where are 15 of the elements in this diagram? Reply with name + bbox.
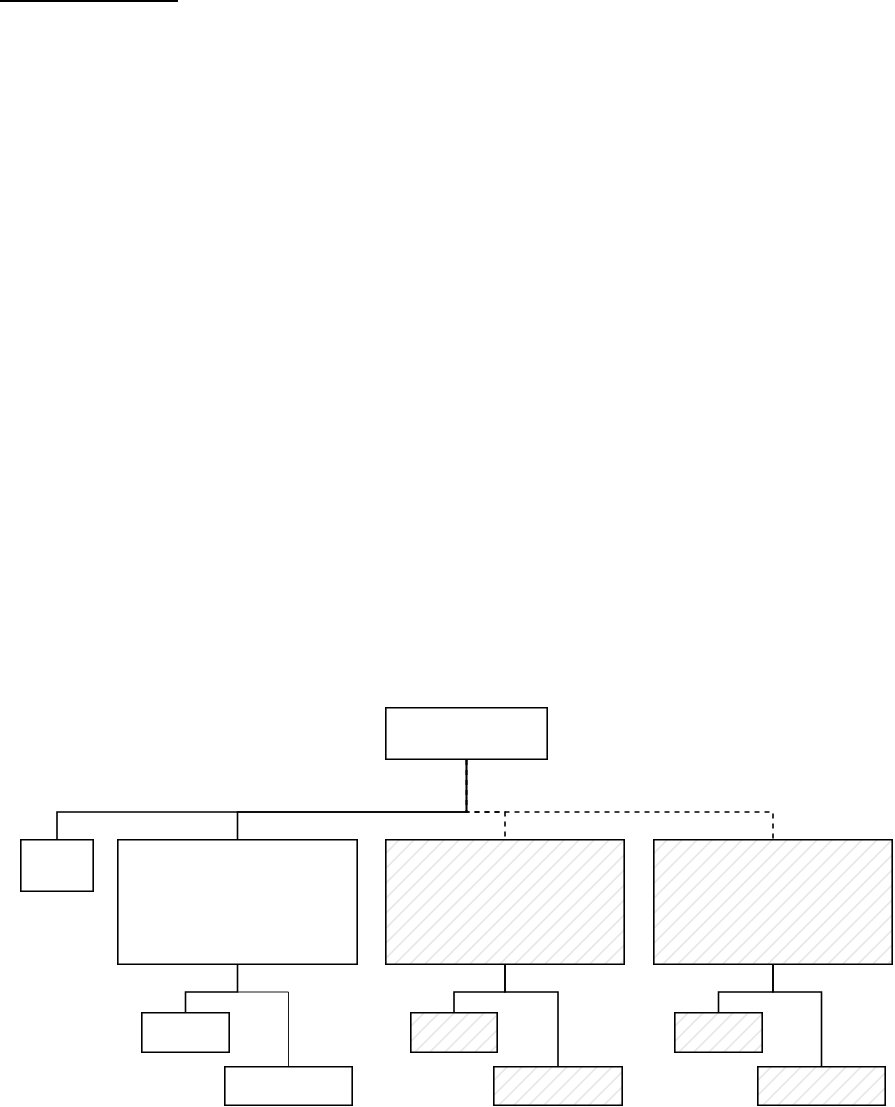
empty-box	[385, 707, 548, 760]
hatched-box	[410, 1012, 498, 1053]
empty-box	[117, 839, 358, 965]
connector-line	[772, 964, 823, 1067]
hatched-box	[653, 839, 893, 965]
connector-line	[237, 964, 289, 1067]
dashed-connector	[465, 759, 774, 840]
hatched-box	[757, 1066, 886, 1106]
hatched-box	[493, 1066, 623, 1106]
hatched-box	[674, 1012, 763, 1053]
empty-box	[224, 1066, 353, 1106]
empty-box	[20, 839, 94, 892]
connector-line	[504, 964, 559, 1067]
empty-box	[141, 1012, 230, 1053]
hatched-box	[385, 839, 625, 965]
